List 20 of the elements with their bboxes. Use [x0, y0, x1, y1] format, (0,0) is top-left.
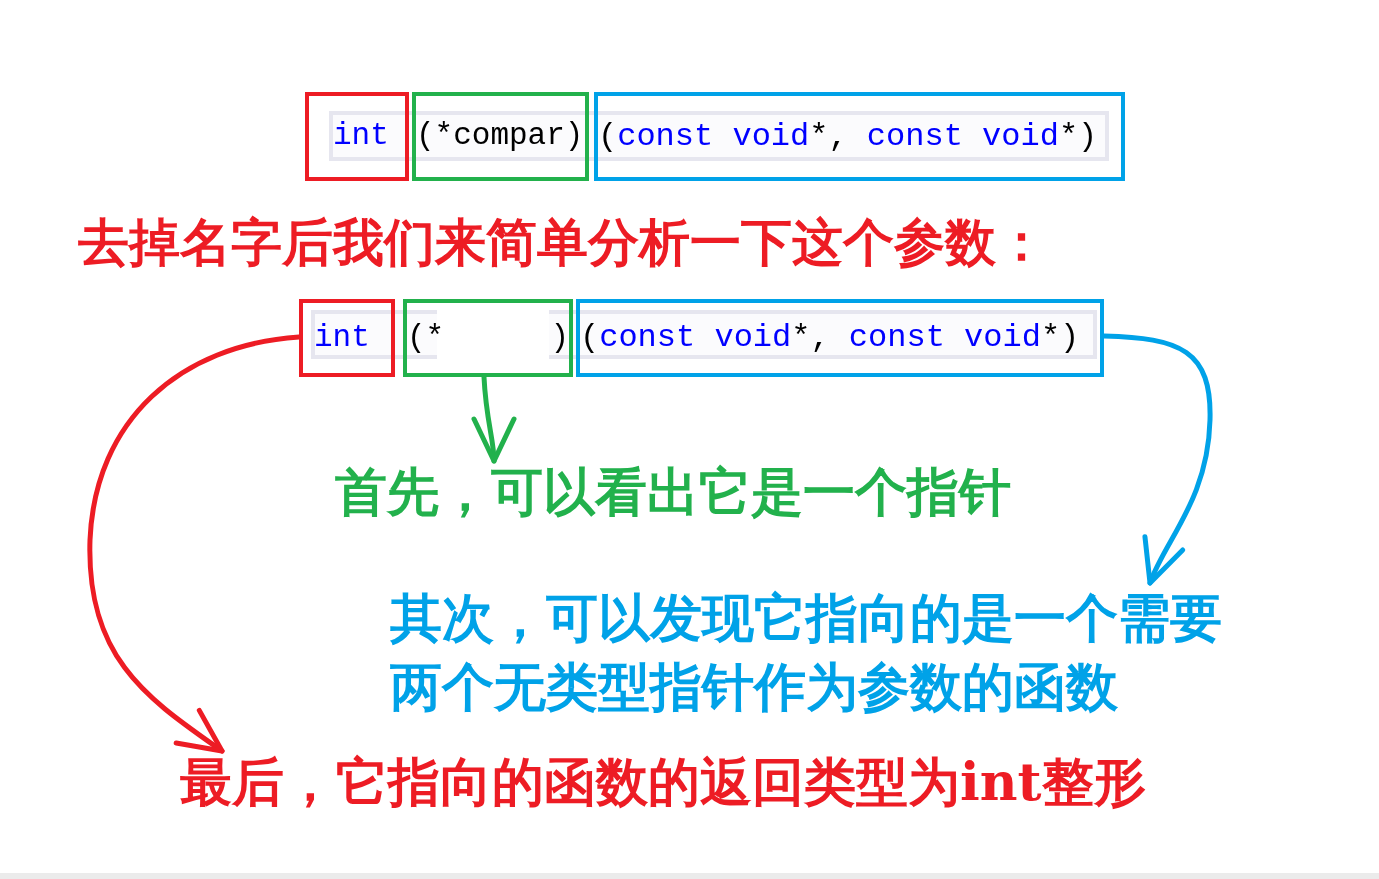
code-text: (*: [407, 320, 445, 356]
highlight-box: [412, 92, 589, 181]
highlight-box: [576, 299, 1104, 377]
annotation-text: 其次，可以发现它指向的是一个需要两个无类型指针作为参数的函数: [390, 583, 1240, 721]
code-text: (*compar): [416, 119, 584, 154]
highlight-box: [594, 92, 1125, 181]
code-text: (const void*, const void*): [598, 118, 1098, 155]
annotation-text: 最后，它指向的函数的返回类型为int整形: [180, 751, 1146, 813]
arrow: [470, 374, 516, 464]
highlight-box: [299, 299, 395, 377]
highlight-box: [305, 92, 409, 181]
code-text: ): [550, 320, 569, 356]
arrow: [87, 334, 302, 754]
annotation-text: 首先，可以看出它是一个指针: [335, 461, 1011, 523]
code-text: (const void*, const void*): [580, 320, 1080, 356]
code-text: int: [333, 119, 389, 154]
highlight-box: [403, 299, 573, 377]
heading: 去掉名字后我们来简单分析一下这个参数：: [78, 211, 1047, 273]
code-text: int: [314, 320, 370, 356]
arrow: [1101, 333, 1213, 586]
